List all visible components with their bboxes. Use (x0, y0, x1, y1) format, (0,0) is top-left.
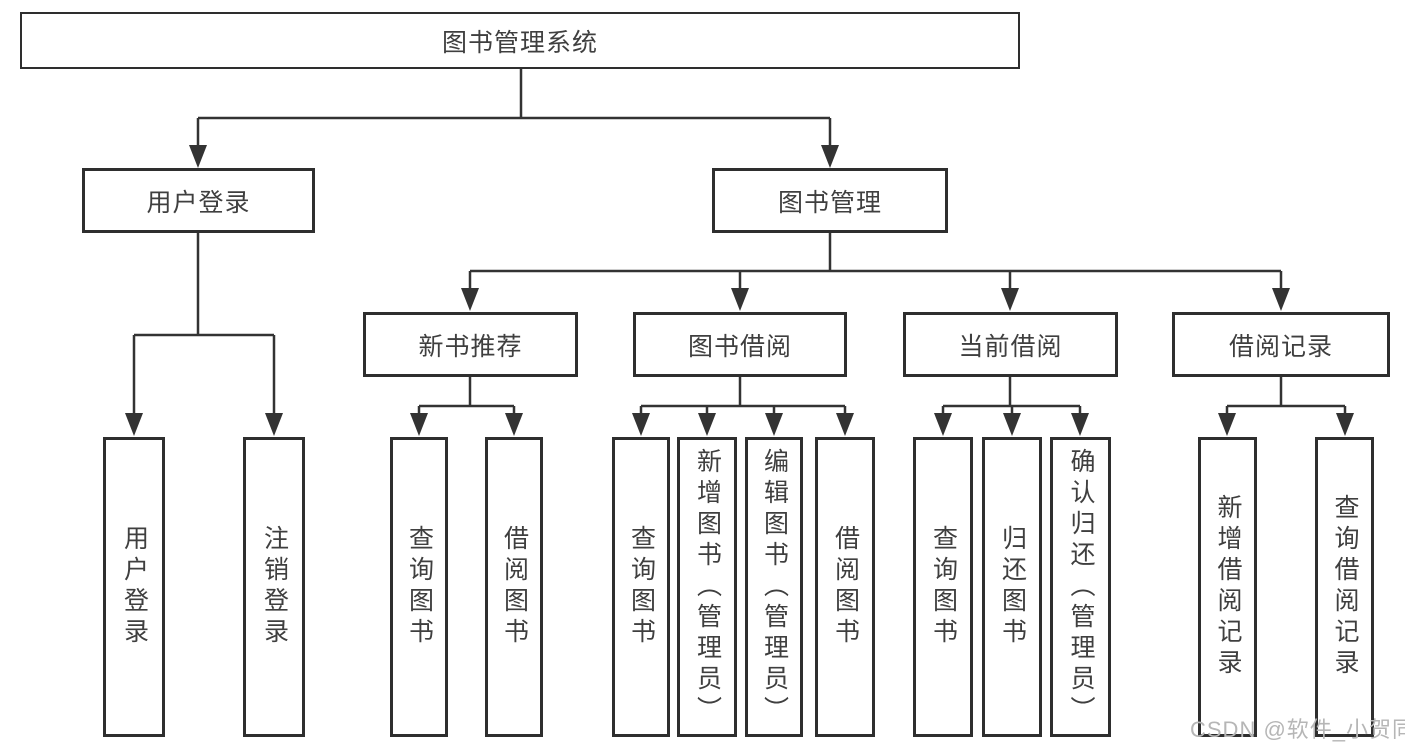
leaf-nbr-query-books-label: 查询图书 (405, 525, 434, 649)
connector-user-login-to-leaves (125, 233, 283, 436)
node-book-borrowing-label: 图书借阅 (687, 332, 792, 361)
node-borrowing-records-label: 借阅记录 (1228, 332, 1333, 361)
leaf-logout: 注销登录 (243, 437, 305, 737)
node-new-book-recommend-label: 新书推荐 (418, 332, 523, 361)
leaf-nbr-borrow-books-label: 借阅图书 (500, 525, 529, 649)
connector-borrowing-records-to-leaves (1218, 377, 1354, 436)
node-root: 图书管理系统 (20, 12, 1020, 69)
connector-root-to-level2 (189, 69, 839, 168)
connector-new-book-recommend-to-leaves (410, 377, 523, 436)
leaf-bb-borrow-books: 借阅图书 (815, 437, 875, 737)
connector-current-borrowing-to-leaves (934, 377, 1089, 436)
leaf-user-login: 用户登录 (103, 437, 165, 737)
node-book-management: 图书管理 (712, 168, 948, 233)
node-book-borrowing: 图书借阅 (633, 312, 847, 377)
node-book-management-label: 图书管理 (777, 188, 882, 217)
leaf-cb-confirm-return-admin: 确认归还（管理员） (1050, 437, 1111, 737)
node-user-login: 用户登录 (82, 168, 315, 233)
leaf-user-login-label: 用户登录 (120, 525, 149, 649)
node-root-label: 图书管理系统 (441, 28, 598, 57)
connector-book-management-to-level3 (461, 233, 1290, 311)
node-user-login-label: 用户登录 (146, 188, 251, 217)
leaf-bb-edit-books-admin: 编辑图书（管理员） (745, 437, 803, 737)
leaf-bb-query-books-label: 查询图书 (627, 525, 656, 649)
leaf-br-add-record-label: 新增借阅记录 (1214, 494, 1242, 680)
leaf-nbr-borrow-books: 借阅图书 (485, 437, 543, 737)
leaf-logout-label: 注销登录 (260, 525, 289, 649)
leaf-cb-return-books-label: 归还图书 (998, 525, 1027, 649)
leaf-br-add-record: 新增借阅记录 (1198, 437, 1257, 737)
leaf-bb-add-books-admin: 新增图书（管理员） (677, 437, 737, 737)
leaf-cb-return-books: 归还图书 (982, 437, 1042, 737)
leaf-cb-query-books-label: 查询图书 (929, 525, 958, 649)
leaf-cb-query-books: 查询图书 (913, 437, 973, 737)
leaf-cb-confirm-return-admin-label: 确认归还（管理员） (1067, 447, 1095, 727)
node-current-borrowing: 当前借阅 (903, 312, 1118, 377)
watermark-text: CSDN @软件_小贺同学 (1190, 717, 1405, 742)
leaf-bb-query-books: 查询图书 (612, 437, 670, 737)
leaf-bb-borrow-books-label: 借阅图书 (831, 525, 860, 649)
node-current-borrowing-label: 当前借阅 (958, 332, 1063, 361)
leaf-br-query-record-label: 查询借阅记录 (1331, 494, 1359, 680)
node-new-book-recommend: 新书推荐 (363, 312, 578, 377)
connector-book-borrowing-to-leaves (632, 377, 854, 436)
leaf-nbr-query-books: 查询图书 (390, 437, 448, 737)
node-borrowing-records: 借阅记录 (1172, 312, 1390, 377)
leaf-bb-add-books-admin-label: 新增图书（管理员） (693, 447, 722, 727)
leaf-bb-edit-books-admin-label: 编辑图书（管理员） (760, 447, 789, 727)
leaf-br-query-record: 查询借阅记录 (1315, 437, 1374, 737)
